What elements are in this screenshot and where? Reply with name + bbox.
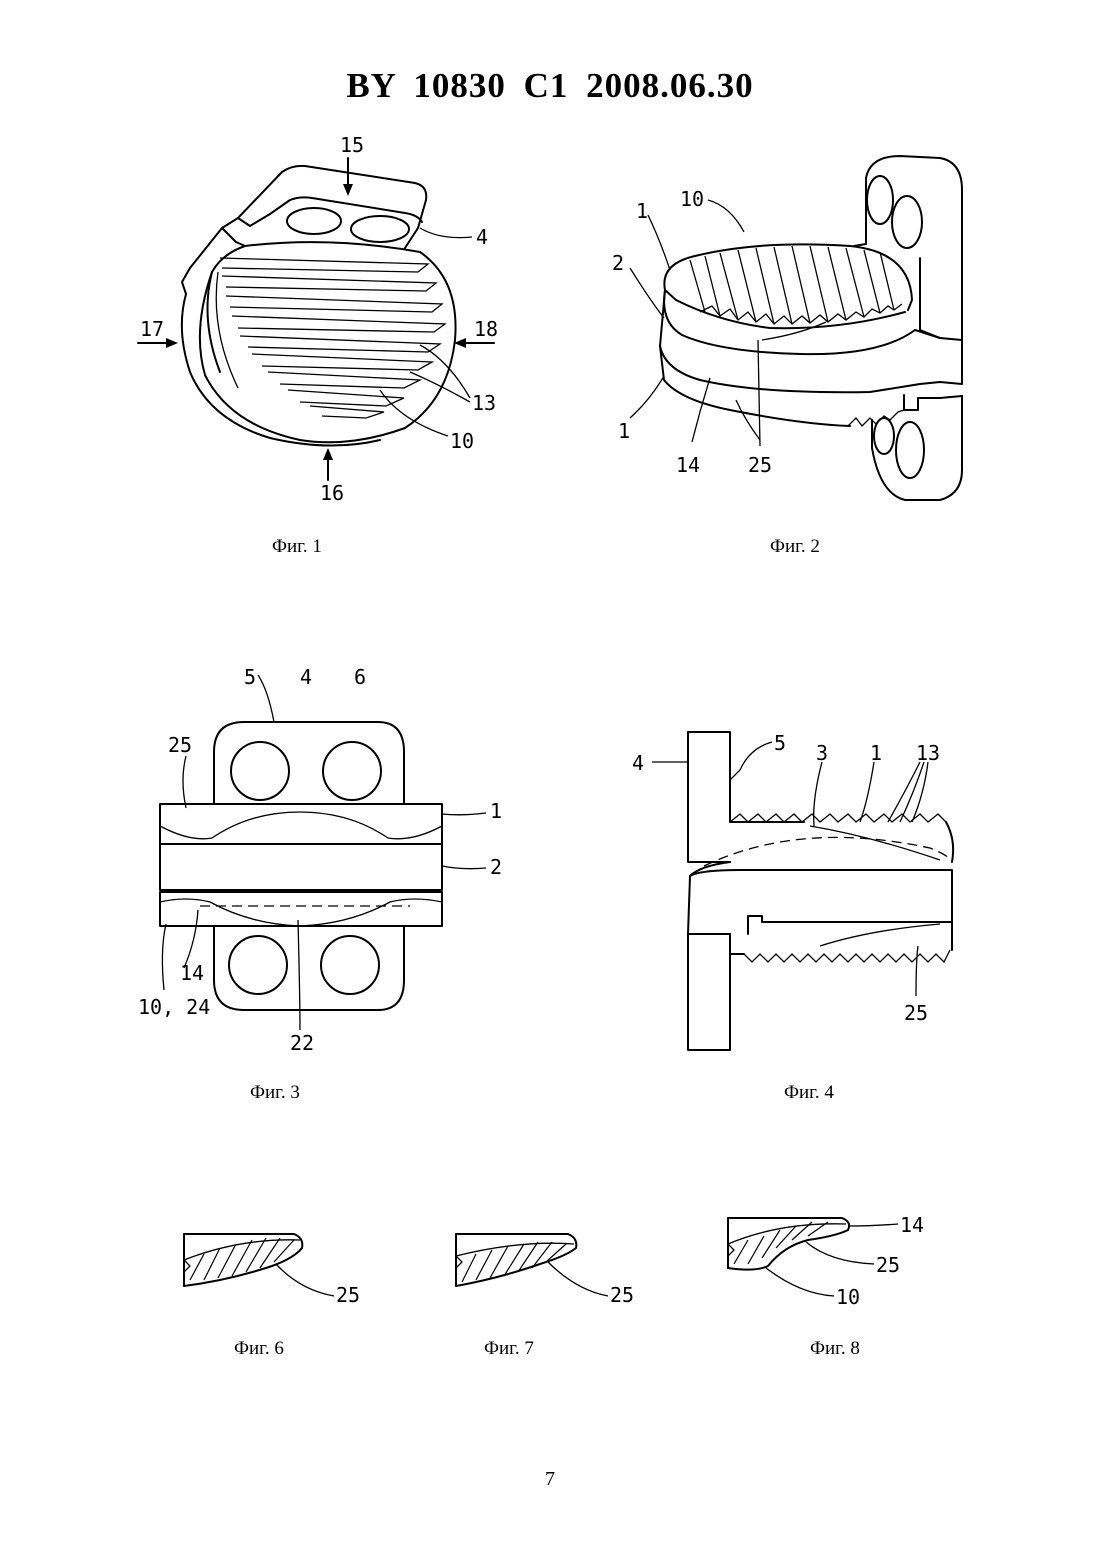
page-number: 7 (0, 1468, 1100, 1491)
fig8-caption: Фиг. 8 (810, 1338, 860, 1360)
fig8-label-14: 14 (900, 1213, 924, 1237)
fig8-label-10: 10 (836, 1285, 860, 1309)
fig8-label-25: 25 (876, 1253, 900, 1277)
